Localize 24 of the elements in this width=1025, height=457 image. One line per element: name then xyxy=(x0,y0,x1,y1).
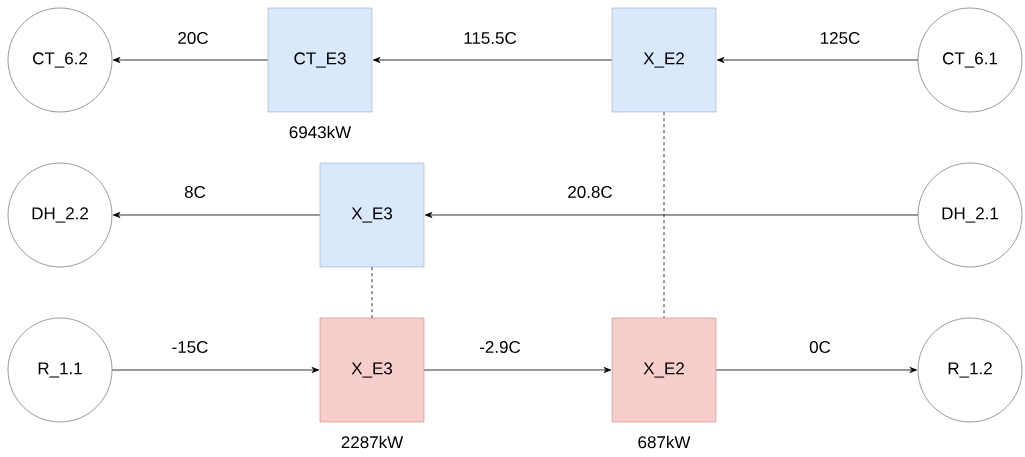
edge-label: 20C xyxy=(178,32,208,44)
process-box: X_E3 xyxy=(319,317,425,423)
arrow xyxy=(424,212,919,218)
arrow xyxy=(112,212,321,218)
process-box: X_E2 xyxy=(611,317,717,423)
power-label: 2287kW xyxy=(341,435,404,449)
arrow xyxy=(716,57,919,63)
power-label: 6943kW xyxy=(289,125,352,139)
arrow xyxy=(111,367,320,373)
arrow xyxy=(372,57,613,63)
edge-label: 20.8C xyxy=(568,185,613,198)
edge-label: -15C xyxy=(172,340,208,353)
arrow xyxy=(423,367,612,373)
edge-label: 125C xyxy=(821,32,860,44)
process-box: CT_E3 xyxy=(267,7,373,113)
power-label: 687kW xyxy=(638,435,691,449)
arrow xyxy=(112,57,269,63)
arrow xyxy=(715,367,918,373)
edge-label: 0C xyxy=(809,340,831,353)
edge-label: -2.9C xyxy=(480,340,521,353)
process-box: X_E3 xyxy=(319,162,425,268)
edge-label: 8C xyxy=(184,185,206,198)
process-box: X_E2 xyxy=(611,7,717,113)
edge-label: 115.5C xyxy=(464,32,517,44)
